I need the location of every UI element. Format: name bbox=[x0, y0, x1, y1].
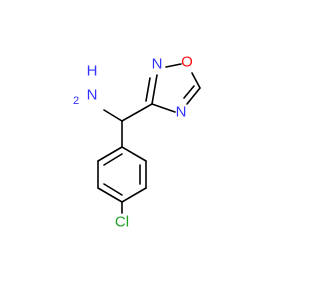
bond-c3-n2-double bbox=[145, 77, 151, 102]
amine-h-label: H bbox=[87, 63, 98, 80]
bond-o1-c5 bbox=[191, 72, 201, 89]
bond-n4-c3 bbox=[151, 103, 176, 113]
bond-n2-o1 bbox=[165, 63, 182, 68]
molecule-diagram: H N 2 N O N Cl bbox=[73, 54, 201, 231]
ring-n4-label: N bbox=[176, 104, 187, 121]
bond-ar-6-1-inner bbox=[103, 153, 123, 166]
ring-n2-label: N bbox=[152, 56, 163, 73]
bond-c3-n2 bbox=[151, 74, 158, 105]
chloro-label: Cl bbox=[115, 214, 129, 231]
bond-ar-4-5 bbox=[97, 187, 123, 203]
bond-ar-3-4 bbox=[121, 187, 147, 203]
bond-ar-1-2 bbox=[121, 146, 147, 162]
structure-svg: H N 2 N O N Cl bbox=[73, 54, 201, 231]
atom-labels: H N 2 N O N Cl bbox=[73, 54, 193, 231]
bond-ar-6-1 bbox=[97, 146, 123, 162]
amine-n-label: N bbox=[87, 87, 98, 104]
bond-c5-n4-double bbox=[183, 85, 195, 99]
bond-ch-nh2 bbox=[103, 109, 123, 122]
bond-ch-c3 bbox=[121, 103, 153, 122]
ring-o1-label: O bbox=[181, 54, 193, 71]
bonds bbox=[97, 63, 201, 214]
bond-c5-n4 bbox=[186, 87, 201, 105]
amine-subscript-label: 2 bbox=[73, 95, 79, 107]
bond-ar-4-5-inner bbox=[103, 183, 123, 196]
